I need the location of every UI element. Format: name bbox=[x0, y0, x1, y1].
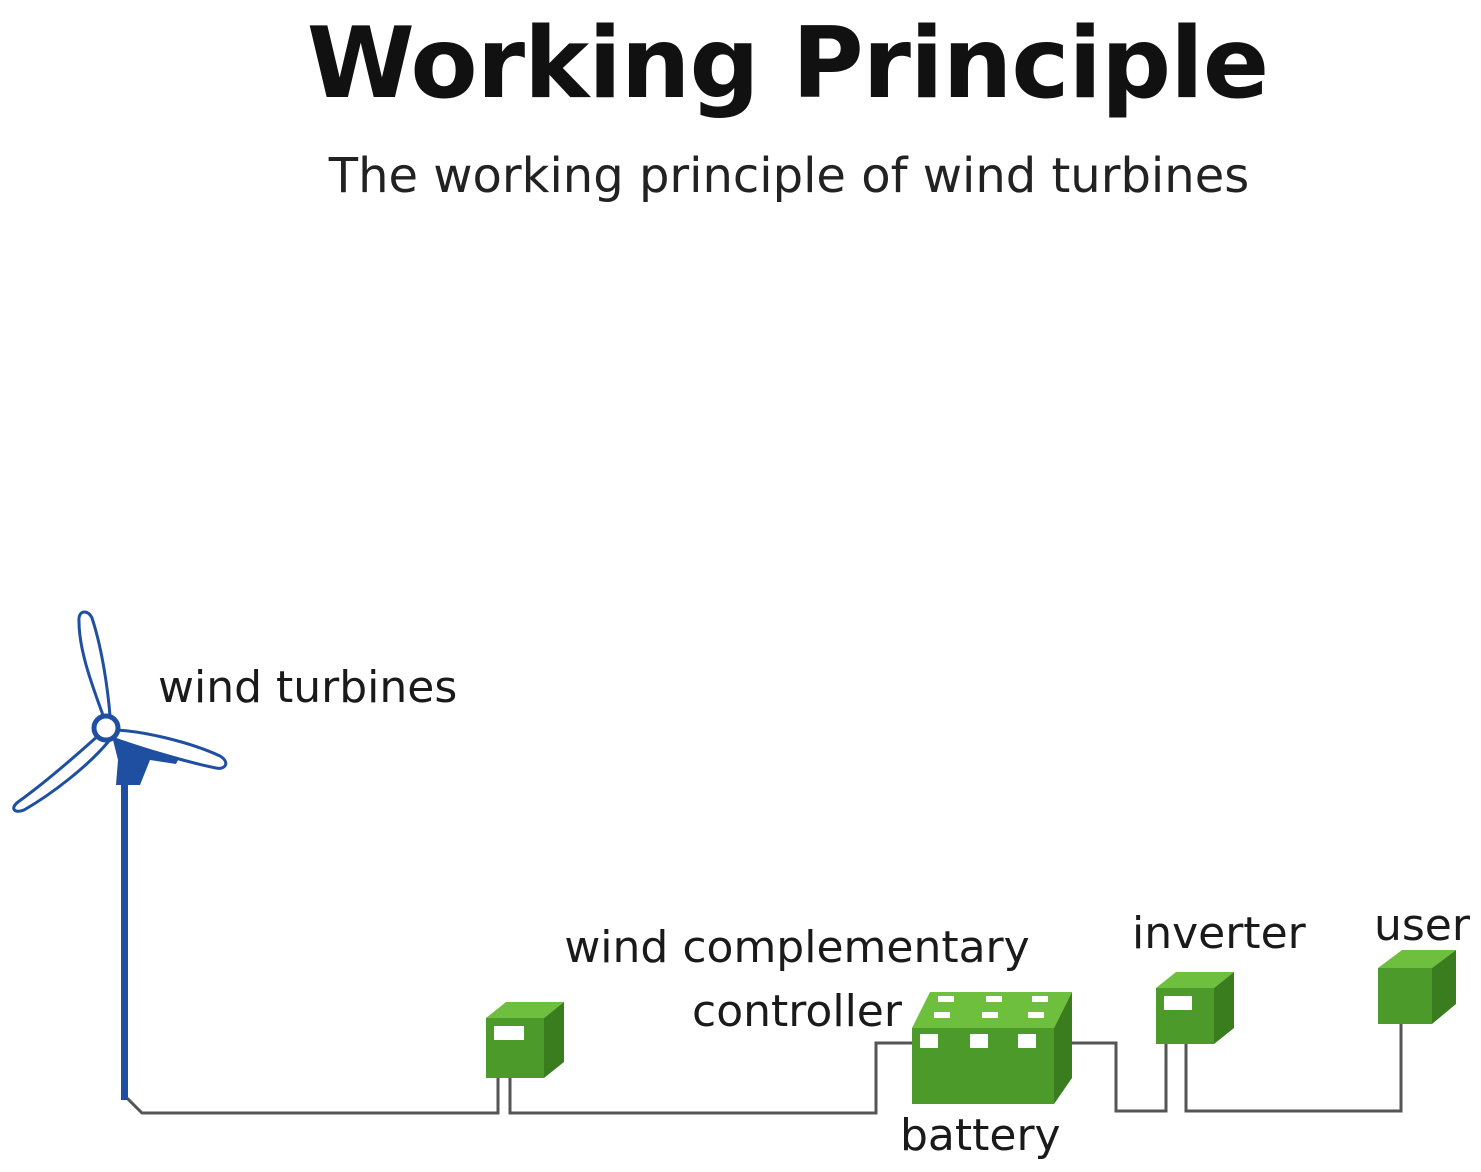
wire-controller-to-battery bbox=[508, 1041, 912, 1115]
battery-top-cell bbox=[1032, 996, 1048, 1002]
wire-inverter-to-user bbox=[1184, 1020, 1403, 1113]
inverter-display bbox=[1164, 996, 1192, 1010]
battery-top-cell bbox=[982, 1012, 998, 1018]
battery-top-cell bbox=[986, 996, 1002, 1002]
wind-turbine-label: wind turbines bbox=[158, 662, 458, 713]
turbine-hub bbox=[91, 713, 121, 743]
battery-terminal bbox=[920, 1034, 938, 1048]
battery-top-cell bbox=[938, 996, 954, 1002]
controller-label: wind complementary controller bbox=[542, 916, 1052, 1044]
turbine-blade-right bbox=[110, 728, 228, 770]
page-subtitle: The working principle of wind turbines bbox=[328, 148, 1250, 204]
user-label: user bbox=[1374, 900, 1470, 951]
page-title: Working Principle bbox=[306, 7, 1269, 121]
wiring bbox=[125, 1020, 1403, 1115]
wire-turbine-to-controller bbox=[125, 1077, 500, 1115]
inverter-label: inverter bbox=[1132, 908, 1306, 959]
controller-box-icon bbox=[486, 1002, 564, 1078]
wind-turbine-icon bbox=[12, 610, 228, 1100]
battery-top-cell bbox=[1028, 1012, 1044, 1018]
controller-label-line1: wind complementary bbox=[564, 922, 1030, 973]
inverter-box-icon bbox=[1156, 972, 1234, 1044]
turbine-blade-top bbox=[77, 610, 112, 720]
user-box-icon bbox=[1378, 950, 1456, 1024]
battery-label: battery bbox=[900, 1110, 1061, 1161]
wire-battery-to-inverter bbox=[1072, 1040, 1168, 1113]
turbine-blade-left bbox=[12, 731, 111, 813]
battery-terminal bbox=[1018, 1034, 1036, 1048]
controller-display bbox=[494, 1026, 524, 1040]
battery-icon bbox=[912, 992, 1072, 1104]
turbine-tower bbox=[121, 745, 128, 1100]
battery-terminal bbox=[970, 1034, 988, 1048]
battery-top-cell bbox=[934, 1012, 950, 1018]
controller-label-line2: controller bbox=[692, 986, 902, 1037]
